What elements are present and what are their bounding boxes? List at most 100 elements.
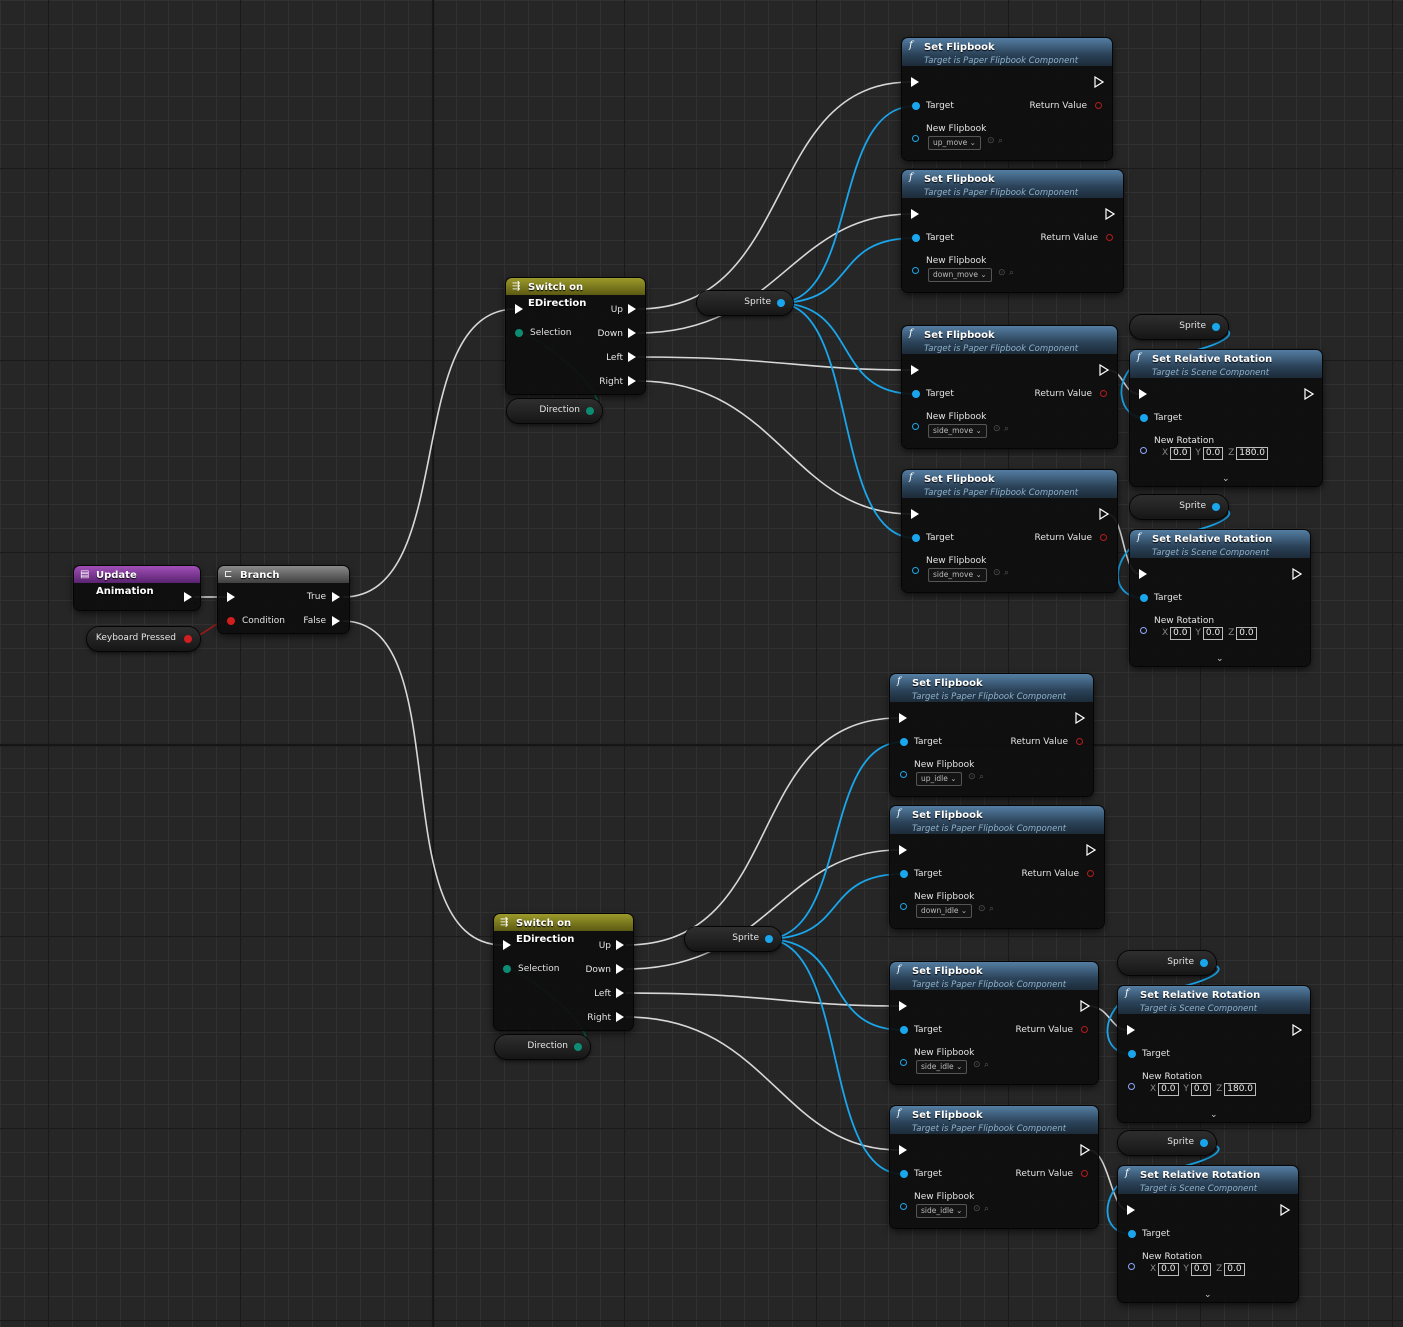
browse-icon[interactable]: ⊙: [973, 1060, 981, 1070]
direction-variable-bottom[interactable]: Direction: [495, 1035, 590, 1059]
sprite-variable-rot-4[interactable]: Sprite: [1118, 1131, 1216, 1155]
chevron-down-icon[interactable]: ⌄: [1216, 654, 1224, 664]
search-icon[interactable]: ⌕: [989, 904, 995, 914]
flipbook-select[interactable]: side_move ⌄: [928, 424, 987, 438]
exec-out-pin[interactable]: [1105, 208, 1115, 220]
new-rotation-pin[interactable]: [1140, 447, 1147, 454]
selection-pin[interactable]: [515, 329, 523, 337]
exec-out-pin[interactable]: [1292, 568, 1302, 580]
exec-out-pin[interactable]: [1094, 76, 1104, 88]
exec-in-pin[interactable]: [899, 1001, 907, 1011]
return-value-pin[interactable]: [1081, 1170, 1088, 1177]
browse-icon[interactable]: ⊙: [993, 568, 1001, 578]
sprite-variable-rot-2[interactable]: Sprite: [1130, 495, 1228, 519]
search-icon[interactable]: ⌕: [984, 1060, 990, 1070]
flipbook-select[interactable]: up_move ⌄: [928, 136, 981, 150]
up-exec-pin[interactable]: [616, 940, 624, 950]
flipbook-select[interactable]: down_idle ⌄: [916, 904, 973, 918]
y-input[interactable]: 0.0: [1202, 447, 1224, 460]
target-pin[interactable]: [1140, 594, 1148, 602]
exec-in-pin[interactable]: [911, 77, 919, 87]
flipbook-select[interactable]: side_move ⌄: [928, 568, 987, 582]
return-value-pin[interactable]: [1087, 870, 1094, 877]
return-value-pin[interactable]: [1106, 234, 1113, 241]
exec-out-pin[interactable]: [1080, 1144, 1090, 1156]
down-exec-pin[interactable]: [628, 328, 636, 338]
exec-out-pin[interactable]: [1080, 1000, 1090, 1012]
chevron-down-icon[interactable]: ⌄: [1204, 1290, 1212, 1300]
flipbook-select[interactable]: up_idle ⌄: [916, 772, 962, 786]
object-out-pin[interactable]: [1200, 959, 1208, 967]
exec-out-pin[interactable]: [1099, 508, 1109, 520]
browse-icon[interactable]: ⊙: [973, 1204, 981, 1214]
enum-out-pin[interactable]: [574, 1043, 582, 1051]
exec-out-pin[interactable]: [1280, 1204, 1290, 1216]
new-flipbook-pin[interactable]: [900, 1203, 907, 1210]
browse-icon[interactable]: ⊙: [987, 136, 995, 146]
sprite-variable-rot-1[interactable]: Sprite: [1130, 315, 1228, 339]
selection-pin[interactable]: [503, 965, 511, 973]
chevron-down-icon[interactable]: ⌄: [1222, 474, 1230, 484]
new-flipbook-pin[interactable]: [900, 903, 907, 910]
new-rotation-pin[interactable]: [1140, 627, 1147, 634]
switch-node-top[interactable]: ⇶Switch on EDirection Selection Up Down …: [506, 278, 645, 394]
flipbook-select[interactable]: down_move ⌄: [928, 268, 992, 282]
target-pin[interactable]: [912, 534, 920, 542]
chevron-down-icon[interactable]: ⌄: [1210, 1110, 1218, 1120]
target-pin[interactable]: [1128, 1230, 1136, 1238]
target-pin[interactable]: [900, 1170, 908, 1178]
right-exec-pin[interactable]: [616, 1012, 624, 1022]
flipbook-select[interactable]: side_idle ⌄: [916, 1060, 968, 1074]
left-exec-pin[interactable]: [616, 988, 624, 998]
new-flipbook-pin[interactable]: [900, 1059, 907, 1066]
down-exec-pin[interactable]: [616, 964, 624, 974]
exec-in-pin[interactable]: [227, 592, 235, 602]
direction-variable-top[interactable]: Direction: [507, 399, 602, 423]
new-rotation-pin[interactable]: [1128, 1083, 1135, 1090]
x-input[interactable]: 0.0: [1158, 1083, 1179, 1096]
right-exec-pin[interactable]: [628, 376, 636, 386]
exec-in-pin[interactable]: [503, 940, 511, 950]
return-value-pin[interactable]: [1095, 102, 1102, 109]
exec-in-pin[interactable]: [899, 713, 907, 723]
target-pin[interactable]: [912, 234, 920, 242]
z-input[interactable]: 180.0: [1236, 447, 1269, 460]
target-pin[interactable]: [900, 870, 908, 878]
condition-pin[interactable]: [227, 617, 235, 625]
object-out-pin[interactable]: [765, 935, 773, 943]
up-exec-pin[interactable]: [628, 304, 636, 314]
search-icon[interactable]: ⌕: [1004, 424, 1010, 434]
new-flipbook-pin[interactable]: [912, 267, 919, 274]
false-exec-pin[interactable]: [332, 616, 340, 626]
search-icon[interactable]: ⌕: [984, 1204, 990, 1214]
sprite-variable-bottom[interactable]: Sprite: [685, 927, 781, 951]
search-icon[interactable]: ⌕: [979, 772, 985, 782]
exec-in-pin[interactable]: [1139, 569, 1147, 579]
return-value-pin[interactable]: [1100, 534, 1107, 541]
return-value-pin[interactable]: [1076, 738, 1083, 745]
x-input[interactable]: 0.0: [1158, 1263, 1179, 1276]
switch-node-bottom[interactable]: ⇶Switch on EDirection Selection Up Down …: [494, 914, 633, 1030]
object-out-pin[interactable]: [1212, 323, 1220, 331]
exec-in-pin[interactable]: [911, 509, 919, 519]
new-rotation-pin[interactable]: [1128, 1263, 1135, 1270]
search-icon[interactable]: ⌕: [1004, 568, 1010, 578]
target-pin[interactable]: [1128, 1050, 1136, 1058]
left-exec-pin[interactable]: [628, 352, 636, 362]
exec-out-pin[interactable]: [1086, 844, 1096, 856]
target-pin[interactable]: [1140, 414, 1148, 422]
exec-out-pin[interactable]: [1075, 712, 1085, 724]
enum-out-pin[interactable]: [586, 407, 594, 415]
object-out-pin[interactable]: [1200, 1139, 1208, 1147]
x-input[interactable]: 0.0: [1170, 627, 1191, 640]
target-pin[interactable]: [912, 390, 920, 398]
